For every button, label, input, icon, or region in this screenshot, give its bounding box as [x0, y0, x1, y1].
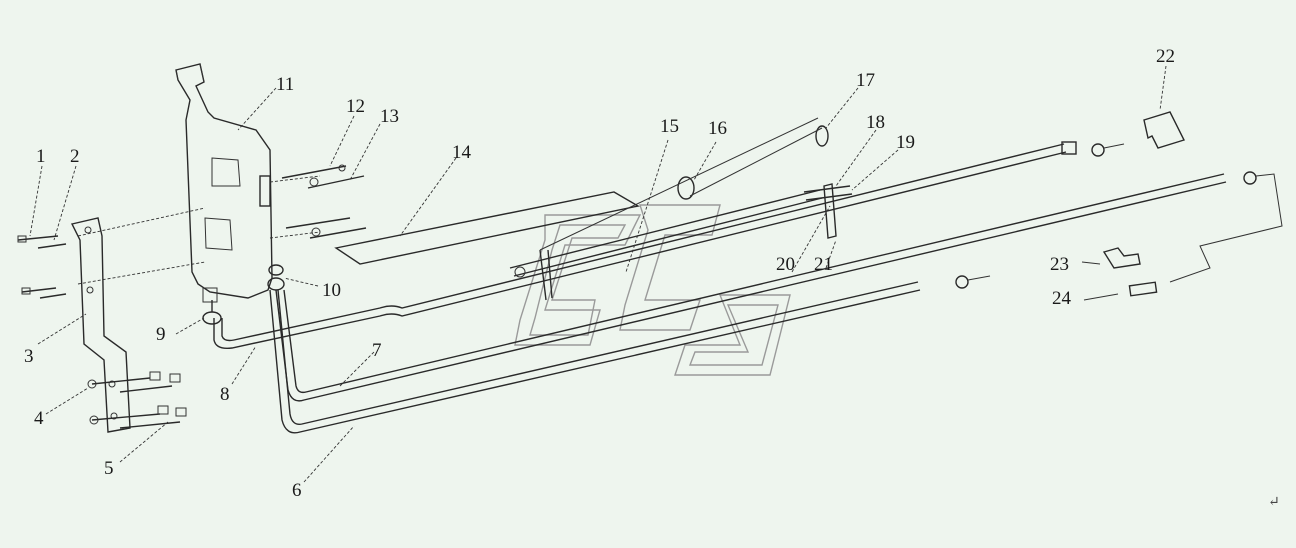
return-mark: ↵ — [1268, 495, 1280, 510]
pipe-7 — [275, 171, 1283, 402]
callout-3: 3 — [24, 346, 34, 367]
callout-17: 17 — [856, 70, 875, 91]
ring-9 — [202, 311, 222, 325]
ring-16 — [677, 176, 695, 200]
callout-10: 10 — [322, 280, 341, 301]
callout-21: 21 — [814, 254, 833, 275]
callout-11: 11 — [276, 74, 294, 95]
elbow-22 — [1143, 111, 1185, 149]
assembly-lines — [77, 175, 321, 285]
tank — [175, 63, 273, 312]
callout-8: 8 — [220, 384, 230, 405]
callout-2: 2 — [70, 146, 80, 167]
bar-15 — [509, 189, 823, 301]
callout-6: 6 — [292, 480, 302, 501]
callout-7: 7 — [372, 340, 382, 361]
sleeve-24 — [1128, 281, 1158, 297]
clamp-10 — [268, 264, 284, 276]
bolts-left — [17, 235, 67, 299]
callout-16: 16 — [708, 118, 727, 139]
bolts-upper — [281, 164, 367, 239]
callout-9: 9 — [156, 324, 166, 345]
plate — [334, 191, 640, 265]
callout-19: 19 — [896, 132, 915, 153]
callout-23: 23 — [1050, 254, 1069, 275]
callout-5: 5 — [104, 458, 114, 479]
bracket-21 — [823, 183, 837, 239]
pipe-6 — [269, 275, 991, 434]
callout-13: 13 — [380, 106, 399, 127]
callout-14: 14 — [452, 142, 472, 163]
callout-labels: 1 2 3 4 5 6 7 8 9 10 11 12 13 14 15 16 1… — [24, 46, 1280, 510]
callout-24: 24 — [1052, 288, 1072, 309]
pipe-8 — [213, 151, 1067, 350]
callout-18: 18 — [866, 112, 885, 133]
callout-20: 20 — [776, 254, 795, 275]
callout-4: 4 — [34, 408, 44, 429]
callout-12: 12 — [346, 96, 365, 117]
callout-22: 22 — [1156, 46, 1175, 67]
callout-1: 1 — [36, 146, 46, 167]
bolts-lower — [87, 371, 187, 429]
leader-lines — [29, 65, 1167, 483]
elbow-23 — [1102, 247, 1141, 269]
bracket — [70, 217, 131, 433]
callout-15: 15 — [660, 116, 679, 137]
ring-17 — [815, 125, 829, 147]
